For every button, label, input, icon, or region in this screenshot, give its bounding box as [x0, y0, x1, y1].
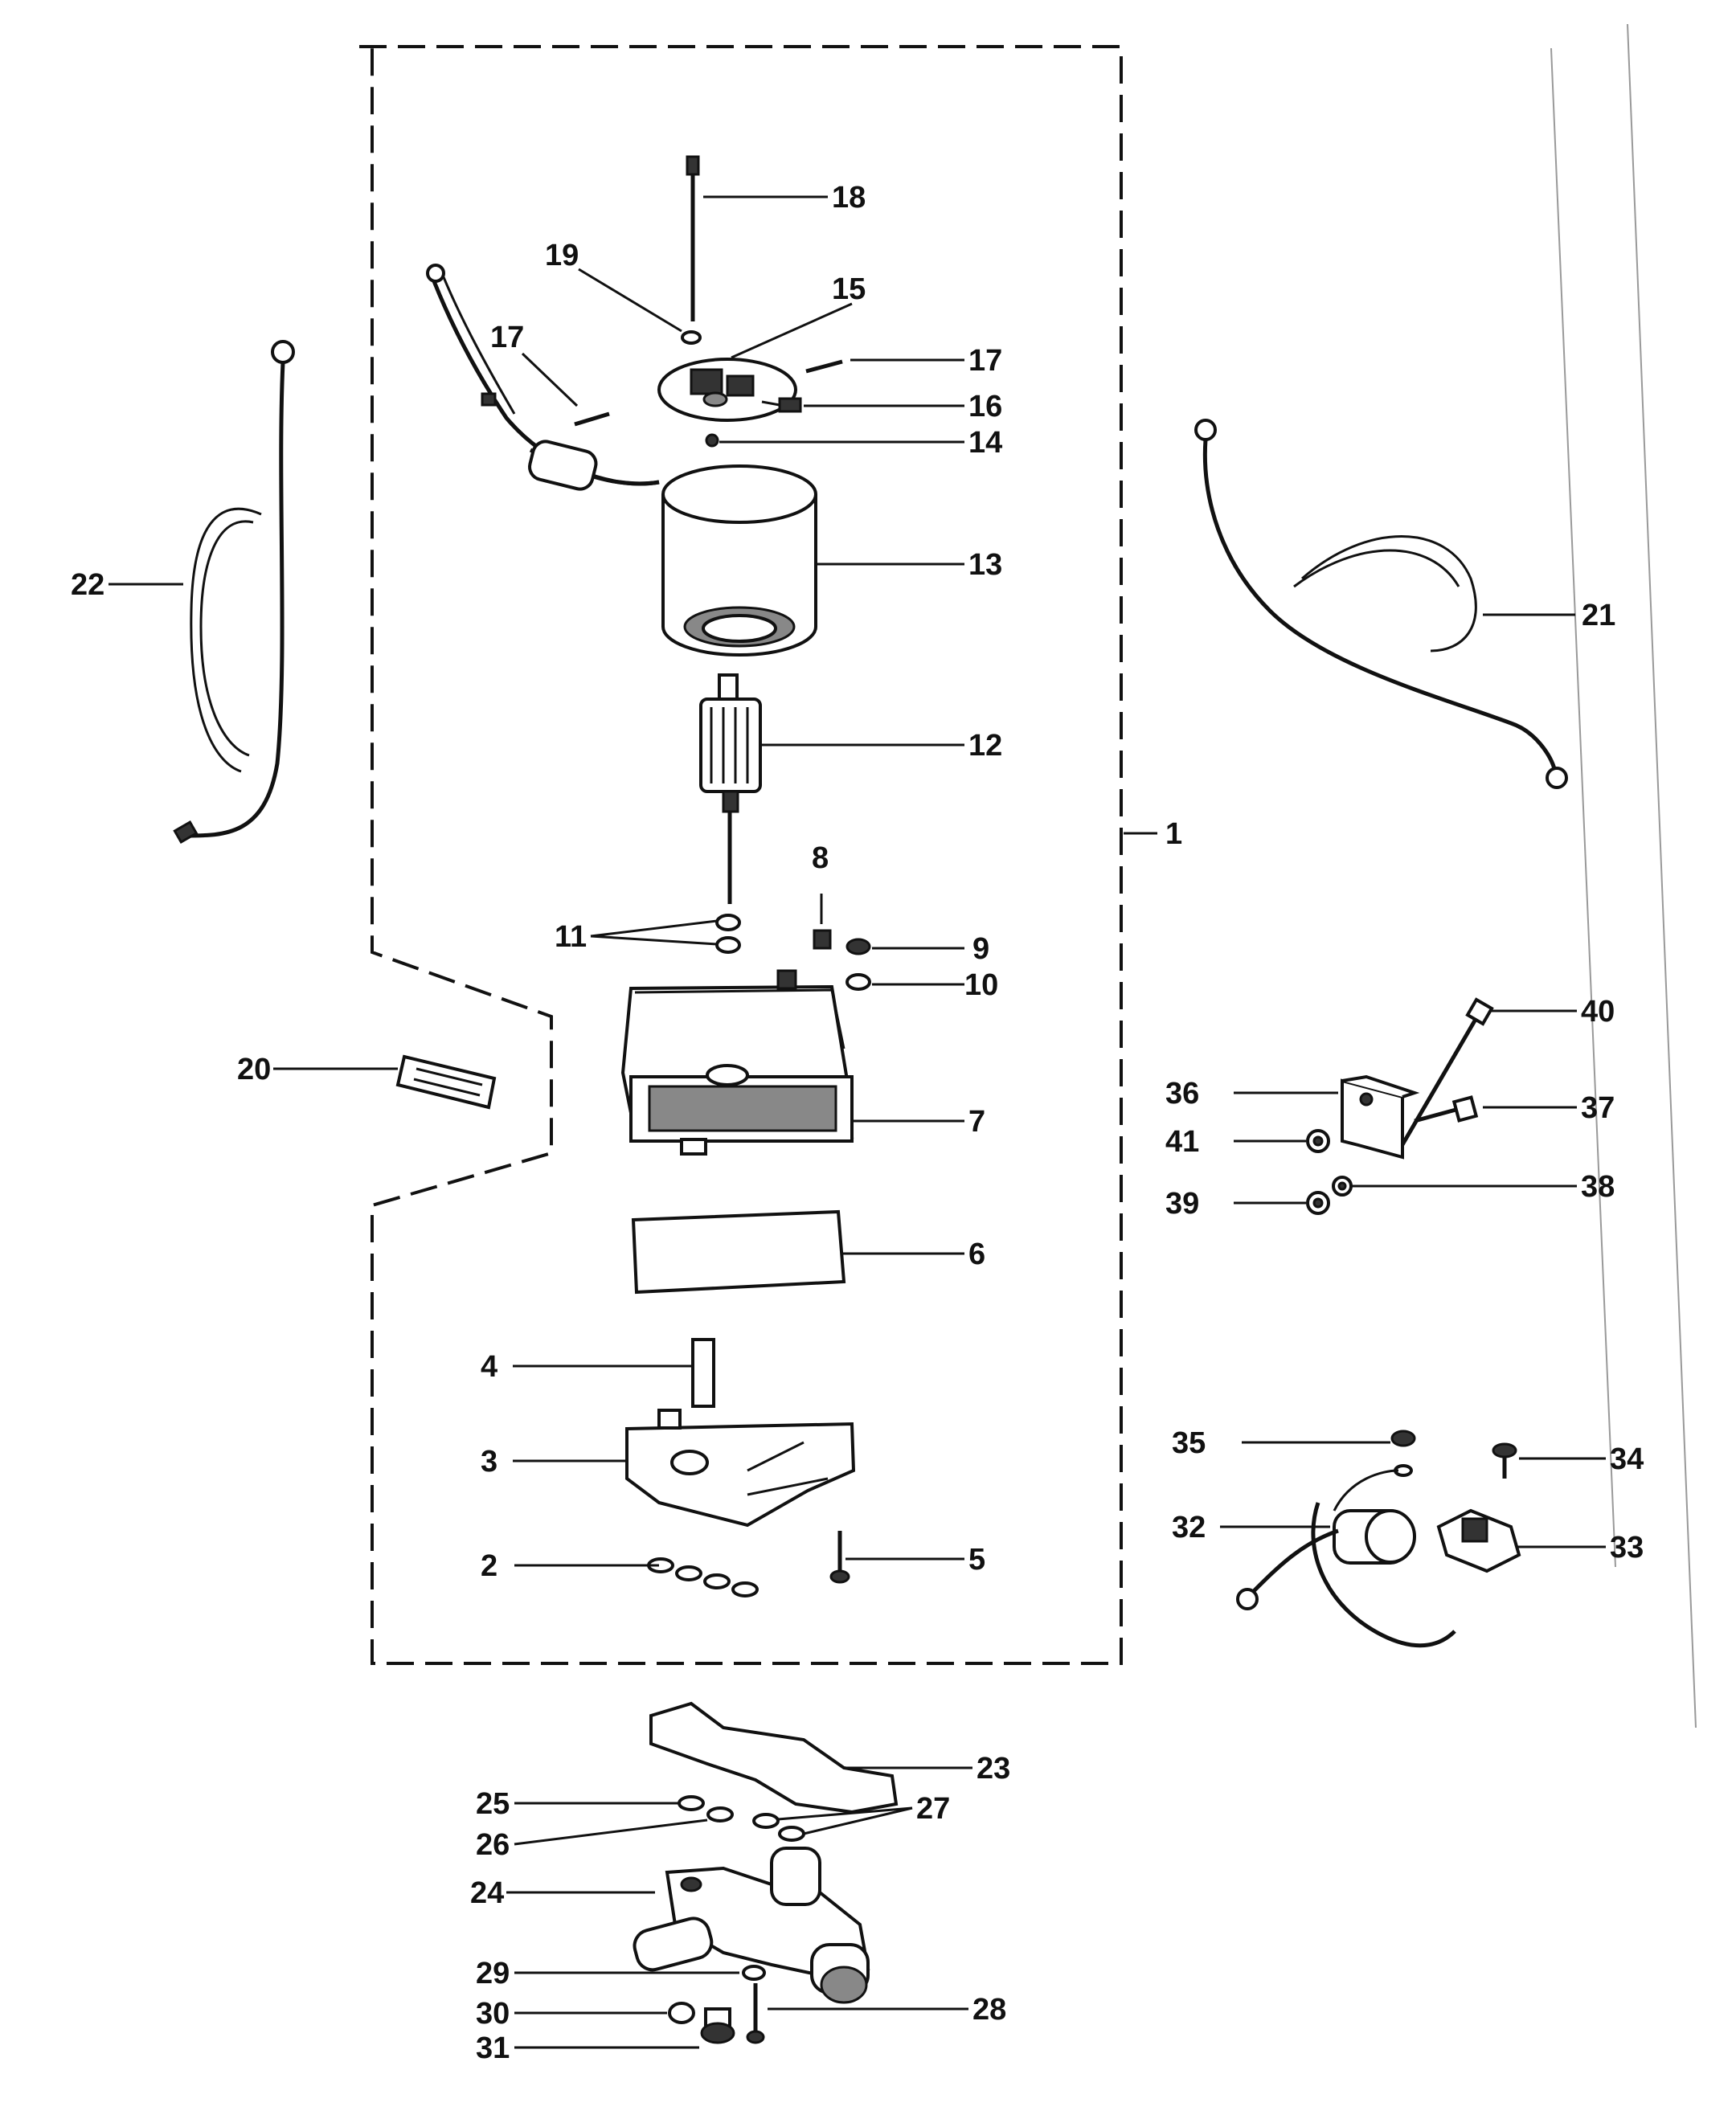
scan-edge-lines	[1550, 23, 1697, 1728]
callout-37: 37	[1581, 1091, 1615, 1125]
callout-29: 29	[476, 1957, 510, 1990]
callout-10: 10	[964, 968, 998, 1002]
part-31-plug	[700, 2007, 735, 2044]
part-24-valve-body	[633, 1847, 870, 2004]
part-17-spring-left	[574, 411, 610, 427]
callout-41: 41	[1165, 1125, 1199, 1159]
part-14-ball	[705, 433, 719, 448]
part-5-screw	[829, 1531, 850, 1584]
part-9-screw	[845, 938, 871, 955]
callout-31: 31	[476, 2031, 510, 2065]
part-7-reservoir	[620, 969, 854, 1156]
callout-6: 6	[968, 1238, 985, 1271]
callout-33: 33	[1610, 1531, 1644, 1565]
part-37-bolt	[1414, 1095, 1479, 1123]
callout-18: 18	[832, 181, 866, 215]
callout-labels: 1 2 3 4 5 6 7 8 9 10 11 12 13 14 15 16 1…	[71, 181, 1644, 2065]
part-35-screw	[1390, 1430, 1416, 1477]
part-11-washers	[715, 914, 741, 954]
part-8-plug	[813, 929, 832, 950]
part-22-ground-wire	[173, 340, 295, 844]
callout-22: 22	[71, 568, 104, 602]
callout-15: 15	[832, 272, 866, 306]
part-38-washer	[1332, 1176, 1353, 1197]
part-26-o-ring	[706, 1806, 734, 1822]
callout-30: 30	[476, 1997, 510, 2031]
part-39-nut	[1306, 1191, 1330, 1215]
part-34-screw	[1492, 1442, 1517, 1479]
part-28-screw	[746, 1983, 765, 2044]
callout-36: 36	[1165, 1077, 1199, 1111]
callout-26: 26	[476, 1828, 510, 1862]
callout-7: 7	[968, 1105, 985, 1139]
part-3-pump-base	[625, 1409, 856, 1528]
callout-19: 19	[545, 239, 579, 272]
callout-13: 13	[968, 548, 1002, 582]
callout-4: 4	[481, 1350, 497, 1384]
assembly-boundary	[359, 45, 1123, 1665]
part-12-armature	[699, 673, 762, 904]
part-29-washer	[742, 1965, 766, 1981]
part-17-spring-right	[805, 359, 843, 374]
callout-2: 2	[481, 1549, 497, 1583]
callout-35: 35	[1172, 1426, 1206, 1460]
callout-3: 3	[481, 1445, 497, 1479]
part-16-brush	[761, 397, 802, 413]
callout-17-left: 17	[490, 321, 524, 354]
callout-24: 24	[470, 1876, 504, 1910]
part-10-washer	[845, 973, 871, 991]
callout-1: 1	[1165, 817, 1182, 851]
callout-23: 23	[976, 1752, 1010, 1786]
callout-16: 16	[968, 390, 1002, 423]
callout-40: 40	[1581, 995, 1615, 1029]
part-30-nut	[668, 2002, 695, 2024]
part-41-nut	[1306, 1129, 1330, 1153]
callout-8: 8	[812, 841, 829, 875]
callout-38: 38	[1581, 1170, 1615, 1204]
part-18-through-bolt	[686, 155, 700, 321]
part-4-sleeve	[691, 1338, 715, 1408]
leader-lines	[108, 195, 1606, 2049]
part-2-o-rings	[647, 1557, 759, 1598]
part-40-bolt	[1396, 997, 1494, 1153]
part-21-ground-wire	[1194, 419, 1568, 789]
brush-plate-wire-harness	[426, 264, 660, 491]
callout-11: 11	[555, 920, 587, 954]
part-15-brush-plate	[657, 358, 797, 422]
callout-14: 14	[968, 426, 1002, 460]
part-20-decal	[395, 1054, 497, 1110]
callout-21: 21	[1582, 599, 1615, 632]
callout-34: 34	[1610, 1442, 1644, 1476]
callout-25: 25	[476, 1787, 510, 1821]
callout-12: 12	[968, 729, 1002, 763]
callout-39: 39	[1165, 1187, 1199, 1221]
part-23-plate	[649, 1701, 899, 1814]
callout-17-right: 17	[968, 344, 1002, 378]
part-13-field-frame	[661, 464, 817, 657]
part-32-solenoid	[1236, 1469, 1456, 1648]
callout-27: 27	[916, 1792, 950, 1826]
callout-9: 9	[972, 932, 989, 966]
callout-5: 5	[968, 1543, 985, 1577]
part-19-washer	[681, 330, 702, 345]
part-6-gasket	[631, 1209, 846, 1295]
callout-20: 20	[237, 1053, 271, 1086]
callout-28: 28	[972, 1993, 1006, 2027]
part-25-o-ring	[678, 1795, 705, 1811]
callout-32: 32	[1172, 1511, 1206, 1544]
part-36-bracket	[1341, 1074, 1420, 1160]
part-33-switch	[1436, 1508, 1521, 1573]
